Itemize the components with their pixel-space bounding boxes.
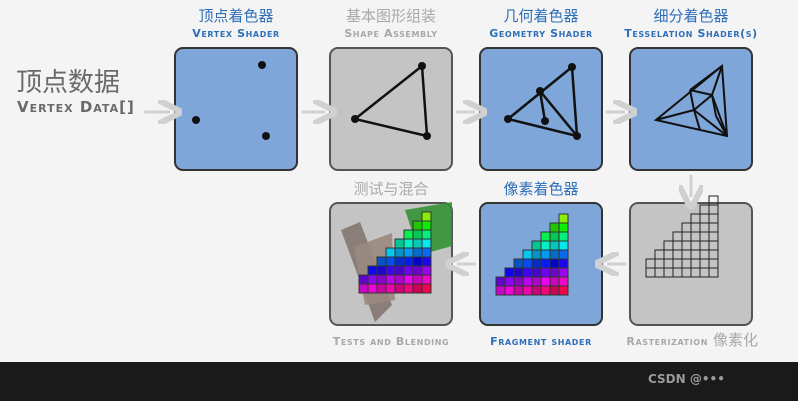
stage-vertex-shader-zh: 顶点着色器 [198,7,274,25]
stage-shape-assembly-zh: 基本图形组装 [345,7,436,25]
pipeline-diagram: 顶点数据 Vertex Data[] 顶点着色器 Vertex Shader 基… [0,0,798,362]
rasterization-box [629,202,753,326]
tesselation-shader-box [629,47,753,171]
stage-shape-assembly-en: Shape Assembly [344,27,438,40]
tests-blending-box [329,202,453,326]
shape-assembly-box [329,47,453,171]
stage-fragment-shader-zh: 像素着色器 [503,180,579,198]
fragment-shader-box [479,202,603,326]
stage-geometry-shader-zh: 几何着色器 [503,7,579,25]
watermark-footer: CSDN @••• [648,372,725,386]
stage-geometry-shader-en: Geometry Shader [489,27,593,40]
stage-tests-blending-en: Tests and Blending [332,335,450,348]
stage-rasterization-en: Rasterization [626,335,708,348]
stage-tests-blending-zh: 测试与混合 [353,180,429,198]
stage-tesselation-shader-zh: 细分着色器 [653,7,729,25]
vertex-data-zh: 顶点数据 [16,68,121,98]
vertex-shader-box [174,47,298,171]
stage-rasterization-zh: 像素化 [713,331,759,349]
stage-tesselation-shader-en: Tesselation Shader(s) [624,27,758,40]
geometry-shader-box [479,47,603,171]
stage-fragment-shader-en: Fragment shader [490,335,592,348]
vertex-data-en: Vertex Data[] [17,98,135,116]
stage-vertex-shader-en: Vertex Shader [192,27,280,40]
